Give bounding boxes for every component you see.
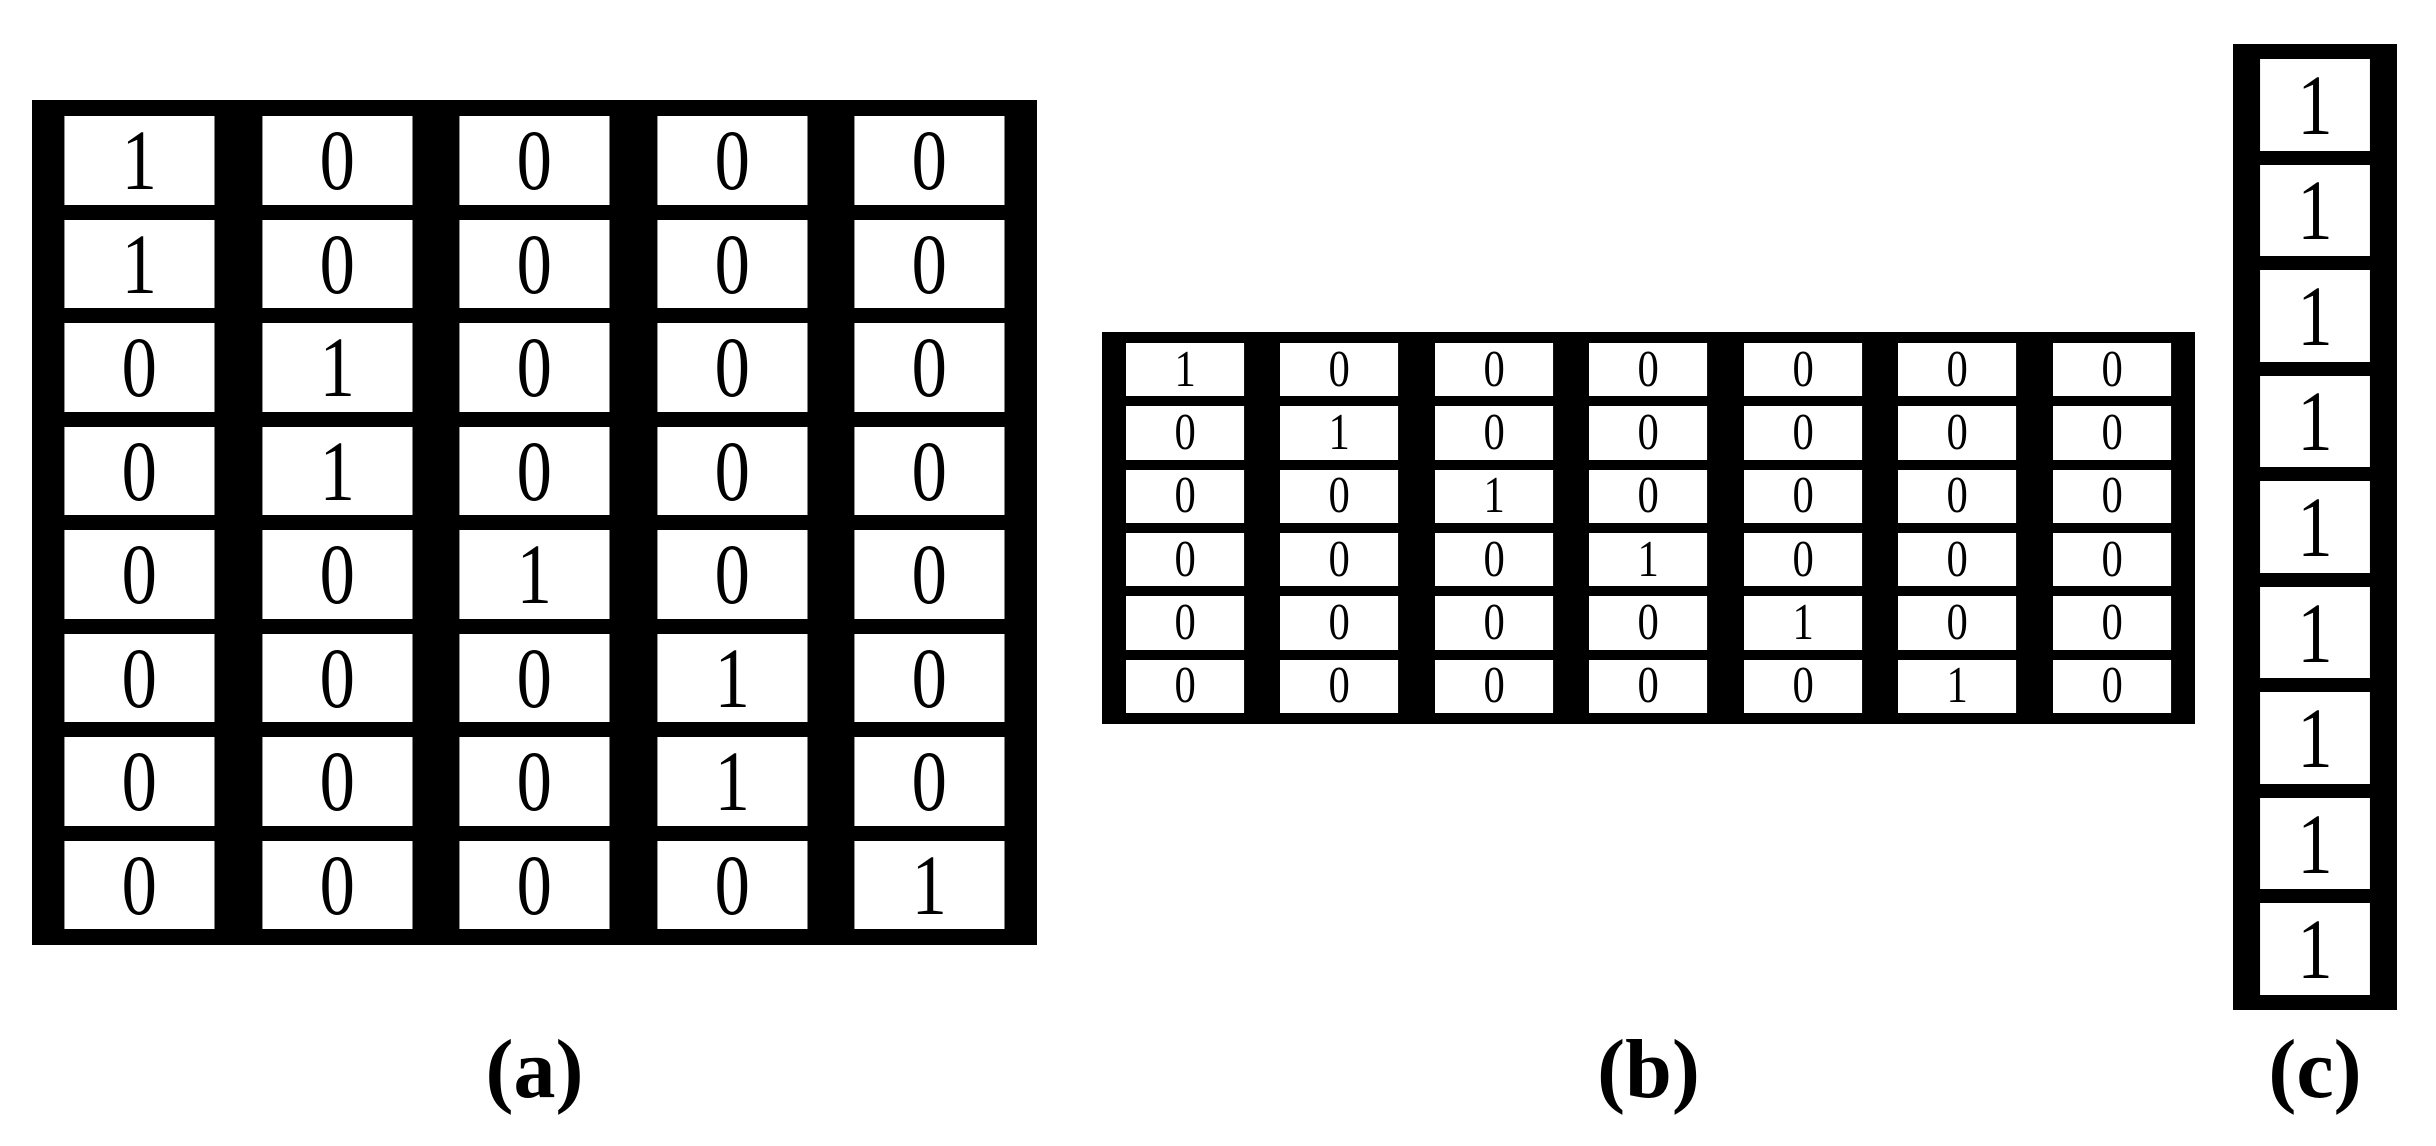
- matrix-b-cell: 0: [1434, 343, 1554, 397]
- binary-column-vector-c: 1 1 1 1 1 1 1 1 1: [2233, 44, 2397, 1010]
- matrix-a-cell: 0: [854, 530, 1005, 619]
- matrix-a-cell: 1: [64, 116, 215, 205]
- matrix-a-cell: 0: [854, 219, 1005, 308]
- matrix-b-cell: 0: [2052, 596, 2172, 650]
- matrix-c-cell: 1: [2260, 164, 2370, 257]
- matrix-b-cell: 0: [1898, 343, 2017, 397]
- matrix-b-cell: 0: [1589, 406, 1708, 460]
- matrix-a-cell: 1: [657, 633, 807, 722]
- matrix-b-cell: 0: [1434, 406, 1554, 460]
- matrix-b-cell: 0: [1125, 532, 1245, 587]
- panel-a-label: (a): [485, 1023, 584, 1116]
- matrix-a-cell: 0: [657, 530, 807, 619]
- matrix-b-cell: 0: [1589, 596, 1708, 650]
- matrix-a-cell: 0: [657, 323, 807, 412]
- matrix-b-cell: 0: [1280, 660, 1399, 713]
- matrix-b-cell: 0: [1898, 532, 2017, 587]
- matrix-a-cell: 0: [854, 737, 1005, 826]
- matrix-b-cell: 0: [1743, 343, 1863, 397]
- matrix-b-cell: 0: [2052, 406, 2172, 460]
- matrix-b-cell: 1: [1898, 660, 2017, 713]
- matrix-b-cell: 0: [2052, 660, 2172, 713]
- matrix-b-cell: 0: [1434, 596, 1554, 650]
- matrix-a-cell: 0: [262, 219, 412, 308]
- matrix-a-cell: 0: [262, 116, 412, 205]
- matrix-c-cell: 1: [2260, 59, 2370, 151]
- matrix-c-cell: 1: [2260, 270, 2370, 362]
- matrix-a-cell: 1: [262, 323, 412, 412]
- matrix-b-cell: 0: [1743, 406, 1863, 460]
- matrix-b-cell: 1: [1434, 470, 1554, 523]
- panel-b-label: (b): [1597, 1023, 1700, 1116]
- matrix-a-cell: 1: [459, 530, 610, 619]
- matrix-a-cell: 0: [262, 737, 412, 826]
- matrix-a-cell: 0: [459, 737, 610, 826]
- matrix-c-cell: 1: [2260, 375, 2370, 468]
- matrix-b-cell: 0: [1434, 660, 1554, 713]
- matrix-b-cell: 0: [1743, 660, 1863, 713]
- matrix-b-cell: 0: [1898, 596, 2017, 650]
- matrix-a-cell: 0: [64, 323, 215, 412]
- matrix-a-cell: 0: [854, 633, 1005, 722]
- matrix-a-cell: 0: [657, 116, 807, 205]
- matrix-a-cell: 1: [262, 426, 412, 515]
- matrix-c-cell: 1: [2260, 903, 2370, 995]
- matrix-a-cell: 0: [64, 633, 215, 722]
- matrix-a-cell: 0: [64, 530, 215, 619]
- matrix-c-cell: 1: [2260, 797, 2370, 890]
- matrix-b-cell: 0: [1280, 470, 1399, 523]
- matrix-a-cell: 0: [657, 840, 807, 929]
- matrix-b-cell: 0: [1280, 532, 1399, 587]
- matrix-a-cell: 0: [657, 426, 807, 515]
- matrix-b-cell: 0: [2052, 470, 2172, 523]
- matrix-a-cell: 1: [854, 840, 1005, 929]
- panel-c-label: (c): [2268, 1023, 2362, 1116]
- matrix-b-cell: 1: [1280, 406, 1399, 460]
- matrix-a-cell: 0: [262, 633, 412, 722]
- matrix-a-cell: 1: [64, 219, 215, 308]
- matrix-b-cell: 1: [1589, 532, 1708, 587]
- matrix-a-cell: 0: [262, 840, 412, 929]
- matrix-b-cell: 0: [1125, 470, 1245, 523]
- matrix-b-cell: 0: [1589, 343, 1708, 397]
- matrix-a-cell: 0: [854, 116, 1005, 205]
- matrix-b-cell: 0: [1125, 660, 1245, 713]
- matrix-a-cell: 0: [262, 530, 412, 619]
- matrix-a-cell: 0: [459, 633, 610, 722]
- matrix-a-cell: 0: [64, 737, 215, 826]
- matrix-a-cell: 0: [64, 840, 215, 929]
- matrix-b-cell: 0: [1280, 343, 1399, 397]
- matrix-b-cell: 1: [1743, 596, 1863, 650]
- matrix-a-cell: 0: [854, 426, 1005, 515]
- matrix-b-cell: 0: [1898, 470, 2017, 523]
- matrix-b-cell: 0: [1125, 406, 1245, 460]
- matrix-a-cell: 0: [459, 323, 610, 412]
- matrix-a-cell: 0: [459, 840, 610, 929]
- matrix-b-cell: 0: [1589, 660, 1708, 713]
- matrix-b-cell: 0: [2052, 343, 2172, 397]
- matrix-b-cell: 0: [1125, 596, 1245, 650]
- matrix-a-cell: 1: [657, 737, 807, 826]
- matrix-a-cell: 0: [459, 116, 610, 205]
- matrix-a-cell: 0: [854, 323, 1005, 412]
- matrix-b-cell: 0: [1743, 470, 1863, 523]
- matrix-a-cell: 0: [459, 426, 610, 515]
- matrix-b-cell: 0: [1898, 406, 2017, 460]
- matrix-c-cell: 1: [2260, 586, 2370, 679]
- matrix-c-cell: 1: [2260, 692, 2370, 784]
- matrix-b-cell: 0: [1743, 532, 1863, 587]
- matrix-a-cell: 0: [459, 219, 610, 308]
- matrix-b-cell: 0: [1589, 470, 1708, 523]
- matrix-b-cell: 0: [1434, 532, 1554, 587]
- matrix-b-cell: 0: [2052, 532, 2172, 587]
- matrix-b-cell: 1: [1125, 343, 1245, 397]
- matrix-a-cell: 0: [657, 219, 807, 308]
- matrix-a-cell: 0: [64, 426, 215, 515]
- matrix-c-cell: 1: [2260, 481, 2370, 573]
- matrix-b-cell: 0: [1280, 596, 1399, 650]
